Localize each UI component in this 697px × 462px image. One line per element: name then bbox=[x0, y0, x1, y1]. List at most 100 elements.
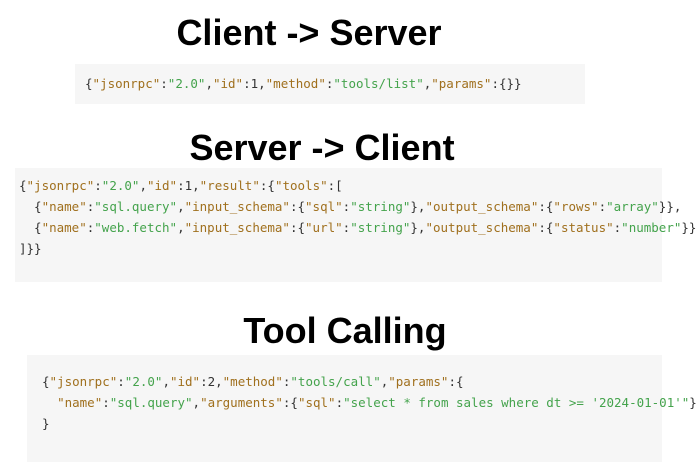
json-punct: : bbox=[117, 374, 125, 389]
json-punct: , bbox=[423, 76, 432, 91]
json-string: "2.0" bbox=[124, 374, 163, 389]
code-line: {"jsonrpc":"2.0","id":2,"method":"tools/… bbox=[42, 371, 697, 392]
json-key: "output_schema" bbox=[425, 220, 539, 235]
json-key: "jsonrpc" bbox=[26, 178, 95, 193]
json-punct: }} bbox=[681, 220, 697, 235]
json-punct: { bbox=[85, 76, 93, 91]
json-string: "2.0" bbox=[101, 178, 140, 193]
json-punct: , bbox=[205, 76, 213, 91]
json-key: "name" bbox=[41, 199, 87, 214]
code-text: {"jsonrpc":"2.0","id":1,"result":{"tools… bbox=[19, 175, 696, 259]
json-punct bbox=[42, 395, 57, 410]
heading-client-to-server: Client -> Server bbox=[176, 12, 442, 53]
code-block-tool-call: {"jsonrpc":"2.0","id":2,"method":"tools/… bbox=[27, 355, 697, 462]
json-punct: :{ bbox=[538, 199, 554, 214]
json-punct: :{ bbox=[538, 220, 554, 235]
code-line: ]}} bbox=[19, 238, 696, 259]
json-punct: , bbox=[380, 374, 389, 389]
json-punct: , bbox=[192, 395, 201, 410]
json-string: "select * from sales where dt >= '2024-0… bbox=[343, 395, 690, 410]
json-key: "name" bbox=[41, 220, 87, 235]
json-string: "string" bbox=[350, 199, 411, 214]
json-punct: : bbox=[160, 76, 168, 91]
json-string: "number" bbox=[621, 220, 682, 235]
json-punct: :1, bbox=[177, 178, 200, 193]
json-punct: :{}} bbox=[491, 76, 522, 91]
json-punct: :1, bbox=[243, 76, 266, 91]
json-punct: : bbox=[598, 199, 607, 214]
code-block-response-tools: {"jsonrpc":"2.0","id":1,"result":{"tools… bbox=[15, 168, 696, 282]
json-key: "method" bbox=[222, 374, 283, 389]
json-punct: : bbox=[342, 220, 351, 235]
json-punct: , bbox=[177, 220, 185, 235]
code-text: {"jsonrpc":"2.0","id":2,"method":"tools/… bbox=[42, 371, 697, 434]
code-block-request-tools-list: {"jsonrpc":"2.0","id":1,"method":"tools/… bbox=[75, 64, 585, 104]
json-punct: } bbox=[42, 416, 50, 431]
heading-tool-calling: Tool Calling bbox=[243, 310, 447, 351]
json-punct: :{ bbox=[289, 199, 306, 214]
json-punct: : bbox=[282, 374, 291, 389]
json-punct: : bbox=[342, 199, 351, 214]
json-string: "tools/list" bbox=[333, 76, 424, 91]
json-punct: :2, bbox=[200, 374, 223, 389]
json-punct: :{ bbox=[259, 178, 275, 193]
json-punct: :{ bbox=[289, 220, 306, 235]
json-punct: :{ bbox=[448, 374, 464, 389]
json-key: "input_schema" bbox=[184, 199, 290, 214]
json-key: "id" bbox=[169, 374, 201, 389]
json-key: "name" bbox=[57, 395, 103, 410]
json-string: "tools/call" bbox=[290, 374, 381, 389]
json-key: "rows" bbox=[553, 199, 599, 214]
json-key: "sql" bbox=[305, 199, 343, 214]
json-punct: : bbox=[335, 395, 344, 410]
json-punct: }}, bbox=[658, 199, 682, 214]
json-key: "method" bbox=[265, 76, 326, 91]
json-string: "web.fetch" bbox=[94, 220, 178, 235]
json-punct: : bbox=[102, 395, 110, 410]
json-punct: : bbox=[613, 220, 622, 235]
json-punct: : bbox=[94, 178, 102, 193]
json-punct: }, bbox=[410, 220, 426, 235]
json-key: "jsonrpc" bbox=[49, 374, 118, 389]
json-string: "2.0" bbox=[167, 76, 206, 91]
json-string: "sql.query" bbox=[94, 199, 178, 214]
code-line: {"name":"sql.query","input_schema":{"sql… bbox=[19, 196, 696, 217]
json-key: "status" bbox=[553, 220, 614, 235]
json-punct: ]}} bbox=[19, 241, 42, 256]
json-punct: { bbox=[42, 374, 50, 389]
code-line: } bbox=[42, 413, 697, 434]
json-punct: , bbox=[177, 199, 185, 214]
code-line: {"jsonrpc":"2.0","id":1,"result":{"tools… bbox=[19, 175, 696, 196]
json-key: "params" bbox=[388, 374, 449, 389]
json-key: "tools" bbox=[274, 178, 328, 193]
json-punct: { bbox=[19, 220, 42, 235]
json-punct: :{ bbox=[282, 395, 298, 410]
code-line: {"jsonrpc":"2.0","id":1,"method":"tools/… bbox=[85, 73, 522, 94]
json-key: "result" bbox=[199, 178, 260, 193]
code-line: "name":"sql.query","arguments":{"sql":"s… bbox=[42, 392, 697, 413]
json-key: "id" bbox=[146, 178, 178, 193]
json-punct: }, bbox=[410, 199, 426, 214]
json-key: "sql" bbox=[297, 395, 336, 410]
json-key: "arguments" bbox=[200, 395, 283, 410]
code-text: {"jsonrpc":"2.0","id":1,"method":"tools/… bbox=[85, 73, 522, 94]
json-key: "output_schema" bbox=[425, 199, 539, 214]
code-line: {"name":"web.fetch","input_schema":{"url… bbox=[19, 217, 696, 238]
json-punct: , bbox=[162, 374, 170, 389]
json-key: "input_schema" bbox=[184, 220, 290, 235]
json-punct: : bbox=[325, 76, 334, 91]
json-key: "jsonrpc" bbox=[92, 76, 161, 91]
json-string: "array" bbox=[606, 199, 659, 214]
json-string: "sql.query" bbox=[109, 395, 193, 410]
json-string: "string" bbox=[350, 220, 411, 235]
json-punct: : bbox=[86, 220, 95, 235]
json-punct: { bbox=[19, 199, 42, 214]
json-punct: :[ bbox=[327, 178, 343, 193]
heading-server-to-client: Server -> Client bbox=[189, 127, 455, 168]
json-key: "params" bbox=[431, 76, 492, 91]
json-punct: } bbox=[689, 395, 697, 410]
json-key: "id" bbox=[212, 76, 244, 91]
json-punct: , bbox=[139, 178, 147, 193]
json-punct: : bbox=[86, 199, 95, 214]
json-key: "url" bbox=[305, 220, 343, 235]
